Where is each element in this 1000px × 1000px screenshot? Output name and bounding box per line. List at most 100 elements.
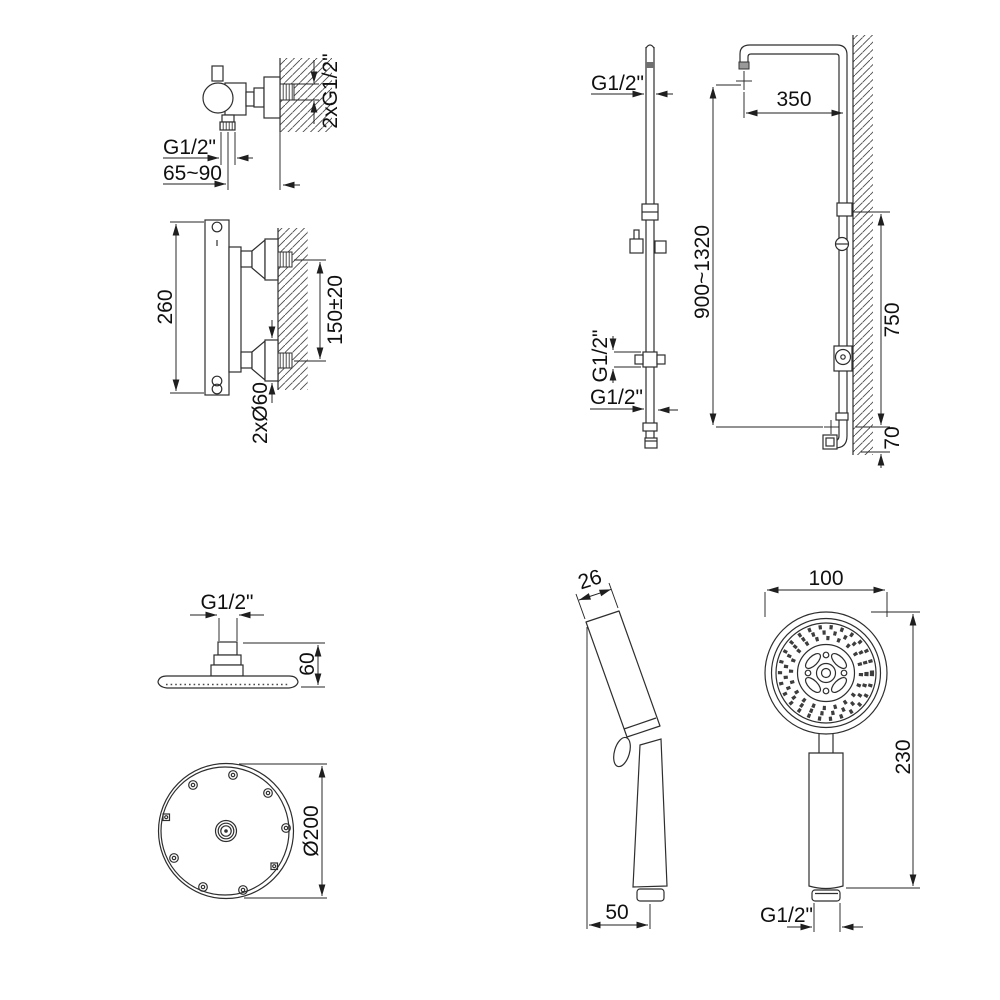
screw-hole-top — [211, 221, 223, 233]
dim-head-thickness: 26 — [575, 565, 619, 620]
dim-label-mixer-thread: G1/2" — [163, 136, 216, 159]
valve-knob-stem — [211, 65, 224, 82]
dim-label-flanges: 2xØ60 — [249, 382, 272, 444]
eccentric-flange-bottom — [264, 339, 279, 382]
hand-shower-head-side — [585, 610, 661, 738]
center-hub — [214, 819, 238, 843]
dim-arm-reach: 350 — [743, 88, 843, 118]
slider-holder — [629, 238, 644, 254]
mixer-valve-front-view: 260 150±20 2xØ60 — [154, 219, 347, 444]
dim-bottom-gap: 70 — [861, 426, 904, 468]
mixer-bar-body — [204, 219, 230, 396]
dim-riser-mid-thread: G1/2" — [589, 330, 641, 383]
screw-hole-bottom2 — [211, 383, 223, 395]
head-connector-stem — [217, 641, 238, 656]
dim-label-inlet-spacing: 150±20 — [324, 275, 347, 345]
gooseneck-arm — [739, 44, 848, 436]
dim-riser-bottom-thread: G1/2" — [590, 386, 678, 414]
dim-inlet-spacing: 150±20 — [294, 259, 347, 362]
screw-hole-bottom — [211, 375, 223, 387]
shower-head-disc — [157, 675, 299, 689]
inlet-cone-bottom — [251, 339, 266, 382]
riser-wall-side-view: 350 900~1320 750 70 — [691, 35, 904, 468]
dim-body-height: 260 — [154, 221, 204, 394]
arm-outlet — [738, 61, 750, 70]
dim-thread-g12: G1/2" — [163, 132, 253, 165]
nozzle-ring-inner — [788, 635, 864, 711]
wall-plate — [263, 76, 281, 119]
handle-end-cap-side — [636, 888, 665, 902]
dim-label-total-length: 230 — [892, 739, 915, 774]
dim-flanges: 2xØ60 — [249, 320, 276, 444]
wall-nipple-thread — [279, 83, 295, 101]
mixer-bar-back — [228, 246, 242, 373]
slider-knob — [654, 240, 667, 254]
inlet-stub-top — [240, 250, 253, 268]
dim-wall-threads: 2xG1/2" — [293, 53, 342, 129]
wall-bracket — [833, 345, 853, 372]
dim-label-wall-offset: 65~90 — [163, 162, 222, 185]
dim-label-riser-mid-thread: G1/2" — [589, 330, 612, 383]
dim-riser-top-thread: G1/2" — [591, 72, 673, 98]
dim-label-wall-span: 750 — [881, 302, 904, 337]
dim-handle-thread: G1/2" — [760, 903, 863, 932]
nozzle-ring-middle — [783, 630, 869, 716]
head-outer-rim — [157, 762, 295, 900]
bottom-thread-end — [644, 437, 658, 449]
dim-label-wall-threads: 2xG1/2" — [319, 53, 342, 128]
lower-band — [835, 412, 849, 421]
head-connector-base — [210, 664, 244, 677]
dim-wall-offset: 65~90 — [163, 132, 300, 190]
mixer-valve-side-view: G1/2" 65~90 2xG1/2" — [163, 53, 342, 190]
hanging-loop — [613, 736, 631, 768]
dim-label-head-diameter: Ø200 — [300, 805, 323, 856]
dim-head-width: 100 — [764, 567, 888, 617]
dim-wall-span: 750 — [853, 211, 904, 428]
riser-rail-view: G1/2" G1/2" G1/2" — [589, 44, 678, 449]
spray-mode-slots — [804, 651, 848, 695]
dim-label-body-height: 260 — [154, 289, 177, 324]
head-connector-collar — [213, 654, 242, 666]
rail-band — [646, 62, 654, 68]
hand-shower-front-view: 100 230 G1/2" — [760, 567, 920, 932]
overhead-shower-top-view: Ø200 — [157, 762, 327, 900]
hand-shower-side-view: 26 50 — [575, 565, 668, 929]
wall-hatch — [853, 35, 873, 455]
nozzle-ring-outer — [777, 624, 875, 722]
inlet-stub-bottom — [240, 351, 253, 369]
dim-label-head-depth: 50 — [605, 901, 628, 924]
dim-total-length: 230 — [846, 611, 920, 889]
dim-label-arm-reach: 350 — [776, 88, 811, 111]
dim-label-handle-thread: G1/2" — [760, 904, 813, 927]
dim-height-range: 900~1320 — [691, 84, 823, 428]
valve-connector — [253, 87, 265, 108]
valve-knob — [202, 82, 234, 114]
dim-label-riser-top-thread: G1/2" — [591, 72, 644, 95]
dim-head-thread: G1/2" — [190, 591, 264, 641]
valve-outlet-thread-hatch — [219, 121, 236, 131]
wall-nipple-top — [277, 251, 293, 268]
dim-label-head-thread: G1/2" — [201, 591, 254, 614]
wall-nipple-bottom — [277, 352, 293, 369]
dim-head-depth: 50 — [589, 901, 651, 929]
dim-label-bottom-gap: 70 — [881, 426, 904, 449]
dim-label-height-range: 900~1320 — [691, 225, 714, 319]
dim-label-head-thickness: 26 — [575, 565, 604, 594]
dim-label-riser-bottom-thread: G1/2" — [590, 386, 643, 409]
rim-screws — [162, 770, 291, 895]
inlet-cone-top — [251, 238, 266, 281]
hand-shower-handle-side — [632, 738, 668, 888]
bottom-inlet-fitting — [822, 434, 838, 450]
valve-connector-step — [245, 91, 255, 107]
hand-shower-handle-front — [808, 752, 844, 890]
eccentric-flange-top — [264, 238, 279, 281]
center-button — [815, 662, 837, 684]
dim-head-diameter: Ø200 — [239, 763, 327, 899]
dim-head-height: 60 — [243, 642, 325, 688]
valve-outlet — [221, 114, 235, 123]
bottom-band — [642, 422, 658, 432]
handle-end-cap-front — [811, 889, 841, 902]
dim-label-head-height: 60 — [296, 652, 319, 675]
